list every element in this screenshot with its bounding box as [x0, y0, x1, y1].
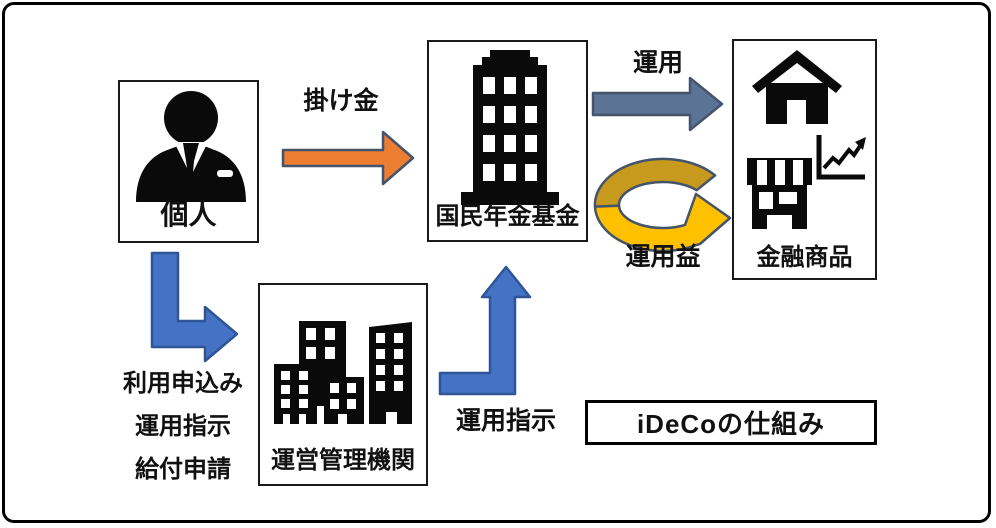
node-admin-institution: 運営管理機関 — [258, 283, 428, 486]
contribution-arrow-label: 掛け金 — [303, 87, 379, 115]
instruction-elbow-arrow — [438, 265, 532, 396]
home-icon — [752, 50, 842, 124]
node-financial-products-label: 金融商品 — [756, 244, 853, 271]
node-pension-fund: 国民年金基金 — [427, 40, 588, 242]
returns-arrow-top-band — [593, 157, 717, 208]
node-individual-label: 個人 — [160, 199, 217, 230]
returns-curved-arrow — [593, 157, 732, 253]
diagram-title-box: iDeCoの仕組み — [585, 400, 877, 445]
businessman-icon — [136, 91, 246, 202]
returns-arrow-bottom-band — [593, 192, 732, 253]
investment-arrow — [591, 76, 724, 132]
node-admin-institution-label: 運営管理機関 — [271, 447, 415, 474]
contribution-arrow — [281, 130, 415, 186]
city-buildings-icon — [274, 321, 412, 424]
node-individual: 個人 — [118, 80, 259, 243]
office-building-icon — [461, 50, 559, 205]
application-arrow-labels: 利用申込み 運用指示 給付申請 — [100, 369, 266, 498]
node-pension-fund-label: 国民年金基金 — [435, 203, 580, 230]
instruction-arrow-label: 運用指示 — [455, 407, 556, 435]
application-label-3: 給付申請 — [135, 456, 231, 483]
application-elbow-arrow — [150, 251, 239, 363]
returns-arrow-label: 運用益 — [625, 243, 701, 271]
investment-arrow-label: 運用 — [632, 49, 683, 77]
growth-chart-icon — [816, 135, 866, 180]
diagram-title: iDeCoの仕組み — [636, 409, 826, 439]
node-financial-products: 金融商品 — [732, 39, 877, 280]
storefront-icon — [747, 158, 812, 229]
diagram-border — [2, 2, 991, 523]
application-label-2: 運用指示 — [135, 413, 231, 440]
application-label-1: 利用申込み — [123, 370, 243, 397]
